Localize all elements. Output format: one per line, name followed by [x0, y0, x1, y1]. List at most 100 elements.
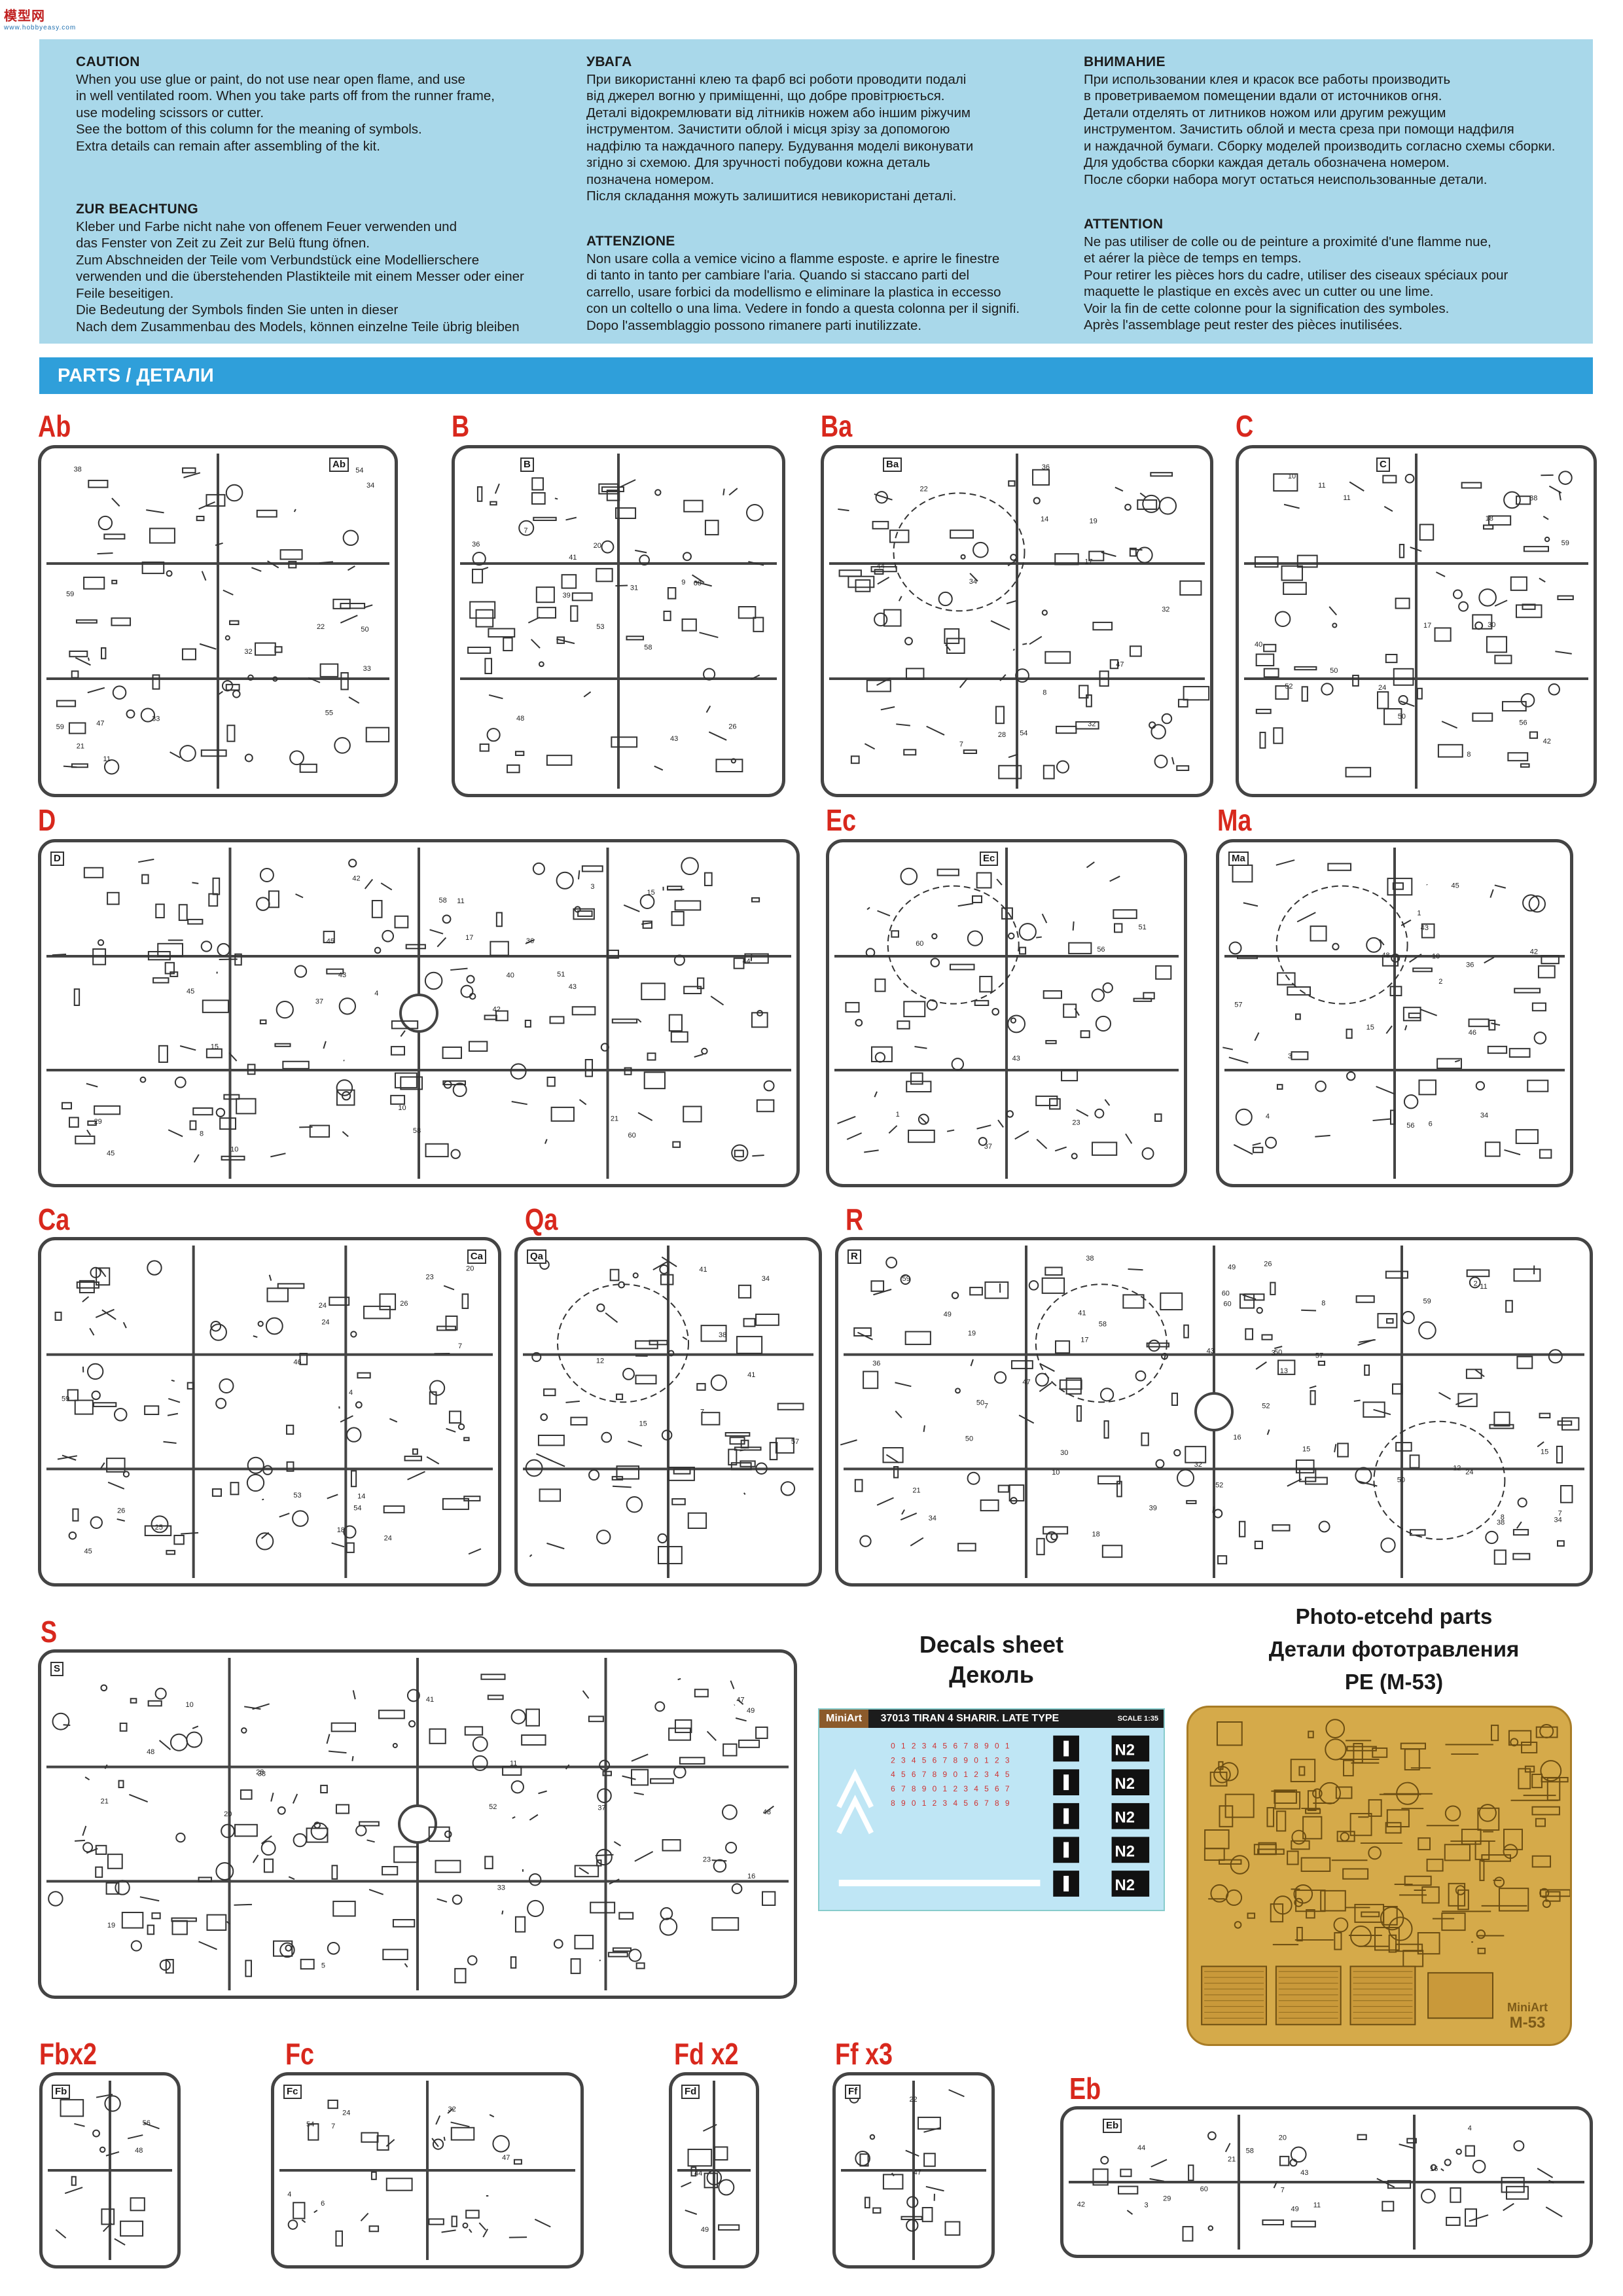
- sprue-tag: Fc: [283, 2085, 302, 2099]
- svg-text:16: 16: [1430, 2165, 1438, 2173]
- svg-text:0: 0: [974, 1755, 978, 1765]
- svg-text:9: 9: [984, 1742, 989, 1751]
- svg-text:59: 59: [902, 1275, 910, 1283]
- pe-title: Photo-etcehd parts Детали фототравления …: [1243, 1600, 1544, 1698]
- svg-text:23: 23: [1072, 1119, 1080, 1126]
- svg-text:34: 34: [366, 482, 374, 490]
- svg-text:7: 7: [458, 1342, 462, 1350]
- svg-text:11: 11: [103, 755, 111, 763]
- sprue-label-ab: Ab: [38, 409, 71, 443]
- sprue-label-r: R: [846, 1202, 864, 1236]
- svg-text:59: 59: [1423, 1297, 1431, 1305]
- svg-text:0: 0: [912, 1799, 916, 1808]
- svg-text:N2: N2: [1115, 1876, 1135, 1894]
- svg-text:58: 58: [1099, 1321, 1107, 1329]
- svg-text:32: 32: [1194, 1461, 1202, 1469]
- svg-text:15: 15: [1302, 1446, 1310, 1454]
- sprue-tag: R: [847, 1249, 861, 1264]
- notice-title: ZUR BEACHTUNG: [76, 202, 199, 217]
- watermark-url: www.hobbyeasy.com: [4, 24, 77, 31]
- notice-uvaga: УВАГА При використанні клею та фарб всі …: [586, 54, 1058, 205]
- svg-text:2: 2: [891, 1755, 895, 1765]
- svg-text:8: 8: [200, 1130, 204, 1138]
- sprue-tag: B: [520, 457, 534, 472]
- svg-text:10: 10: [1052, 1469, 1060, 1477]
- svg-text:52: 52: [1215, 1481, 1223, 1489]
- svg-text:N2: N2: [1115, 1775, 1135, 1793]
- svg-text:2: 2: [974, 1770, 978, 1779]
- svg-text:40: 40: [507, 971, 514, 979]
- svg-text:4: 4: [912, 1755, 916, 1765]
- sprue-label-fb: Fbx2: [39, 2037, 98, 2071]
- svg-text:38: 38: [1529, 495, 1537, 503]
- svg-text:20: 20: [1279, 2134, 1287, 2142]
- svg-text:49: 49: [944, 1310, 952, 1318]
- svg-text:49: 49: [1291, 2206, 1298, 2214]
- svg-text:5: 5: [321, 1962, 325, 1970]
- decals-title: Decals sheet Деколь: [818, 1630, 1165, 1690]
- svg-text:1: 1: [963, 1770, 968, 1779]
- svg-text:2: 2: [1438, 978, 1442, 986]
- svg-text:20: 20: [594, 542, 601, 550]
- sprue-label-ca: Ca: [38, 1202, 70, 1236]
- sprue-tag: Ba: [883, 457, 902, 472]
- svg-text:45: 45: [327, 937, 334, 945]
- svg-text:49: 49: [747, 1707, 755, 1715]
- svg-text:7: 7: [1558, 1509, 1562, 1517]
- sprue-label-ec: Ec: [826, 803, 857, 837]
- svg-text:6: 6: [891, 1784, 895, 1793]
- svg-text:6: 6: [321, 2200, 325, 2208]
- svg-text:47: 47: [914, 2168, 921, 2176]
- sprue-tag: C: [1376, 457, 1390, 472]
- svg-text:50: 50: [1330, 667, 1338, 675]
- svg-text:1: 1: [922, 1799, 927, 1808]
- svg-text:38: 38: [1497, 1519, 1505, 1527]
- notice-body: Non usare colla a vemice vicino a flamme…: [586, 251, 1020, 333]
- svg-text:17: 17: [465, 934, 473, 942]
- svg-text:31: 31: [630, 584, 638, 592]
- svg-text:24: 24: [321, 1319, 329, 1327]
- sprue-tag: Ec: [980, 852, 999, 866]
- svg-text:25: 25: [155, 1524, 163, 1532]
- svg-text:44: 44: [1137, 2144, 1145, 2152]
- svg-text:37: 37: [315, 998, 323, 1006]
- svg-text:28: 28: [998, 731, 1006, 739]
- svg-text:11: 11: [457, 897, 464, 905]
- svg-text:4: 4: [891, 1770, 895, 1779]
- svg-text:47: 47: [736, 1696, 744, 1704]
- svg-text:6: 6: [933, 1755, 937, 1765]
- pe-artwork: [1201, 1719, 1570, 2026]
- svg-text:5: 5: [943, 1742, 948, 1751]
- svg-text:0: 0: [891, 1742, 895, 1751]
- notice-title: ВНИМАНИЕ: [1084, 54, 1166, 69]
- svg-text:2: 2: [912, 1742, 916, 1751]
- svg-text:7: 7: [1281, 2187, 1285, 2195]
- svg-text:11: 11: [1318, 482, 1325, 490]
- svg-text:9: 9: [681, 579, 685, 586]
- sprue-tag: Qa: [527, 1249, 547, 1264]
- decal-scale: SCALE 1:35: [1117, 1715, 1158, 1723]
- svg-text:3: 3: [1272, 1350, 1275, 1357]
- sprue-tag: Fd: [681, 2085, 700, 2099]
- svg-text:1: 1: [896, 1111, 900, 1119]
- svg-text:56: 56: [1097, 946, 1105, 954]
- notice-title: УВАГА: [586, 54, 632, 69]
- svg-text:60: 60: [1200, 2185, 1208, 2193]
- svg-text:24: 24: [1465, 1468, 1473, 1476]
- svg-text:36: 36: [1466, 961, 1474, 969]
- svg-text:18: 18: [337, 1526, 345, 1534]
- svg-text:40: 40: [1255, 641, 1262, 649]
- decal-sheet: MiniArt 37013 TIRAN 4 SHARIR. LATE TYPE …: [818, 1708, 1165, 1911]
- notice-attention: ATTENTION Ne pas utiliser de colle ou de…: [1084, 216, 1581, 334]
